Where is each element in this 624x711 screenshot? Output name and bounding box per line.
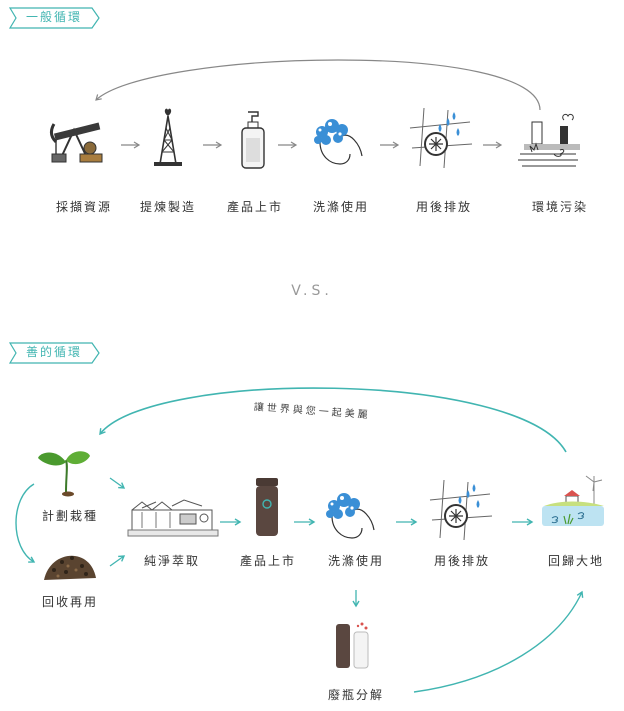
good-label-plant: 計劃栽種 (41, 509, 99, 523)
compost-icon (44, 555, 96, 580)
general-tag-shape (8, 7, 100, 29)
dark-bottle-icon (256, 478, 278, 536)
oil-derrick-icon (154, 108, 182, 166)
pollution-icon (518, 113, 580, 167)
good-cycle-tag: 善的循環 (26, 345, 83, 359)
good-label-recycle: 回收再用 (41, 595, 99, 609)
good-label-bottle: 廢瓶分解 (327, 688, 385, 702)
good-label-return: 回歸大地 (547, 554, 605, 568)
step-label-pollution: 環境污染 (531, 200, 589, 214)
clean-nature-icon (542, 475, 604, 526)
good-label-extract: 純淨萃取 (143, 554, 201, 568)
general-loop-arrow (95, 59, 541, 111)
vs-label: V.S. (291, 283, 333, 299)
good-step-arrows (109, 477, 534, 608)
good-loop-arrow (99, 387, 567, 453)
factory-icon (127, 499, 219, 537)
step-label-resource: 採擷資源 (55, 200, 113, 214)
drain-icon (409, 107, 473, 169)
shampoo-icon (326, 493, 375, 539)
step-label-use: 洗滌使用 (312, 200, 370, 214)
sprout-icon (38, 451, 90, 497)
good-label-discharge: 用後排放 (433, 554, 491, 568)
good-tag-shape (8, 342, 100, 364)
decompose-bottle-icon (336, 622, 369, 669)
good-bottom-arrow (413, 590, 584, 693)
pump-bottle-icon (241, 111, 265, 169)
step-label-market: 產品上市 (226, 200, 284, 214)
good-label-use: 洗滌使用 (327, 554, 385, 568)
step-label-discharge: 用後排放 (415, 200, 473, 214)
shampoo-icon (314, 119, 363, 165)
good-label-market: 產品上市 (239, 554, 297, 568)
pump-jack-icon (49, 122, 103, 163)
step-label-refine: 提煉製造 (139, 200, 197, 214)
drain-icon (429, 479, 493, 541)
general-cycle-tag: 一般循環 (26, 10, 83, 24)
good-left-loop-arrow (15, 483, 36, 563)
